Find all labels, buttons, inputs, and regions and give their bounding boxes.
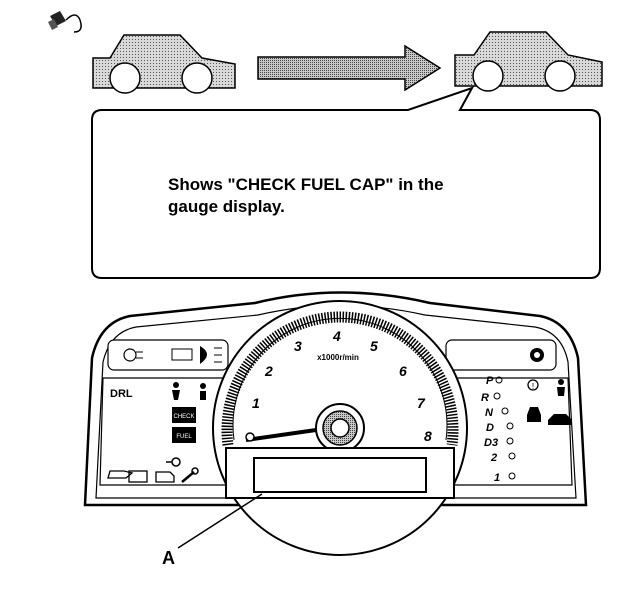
fuel-cap-icon [48, 11, 82, 33]
label-a: A [162, 548, 175, 568]
wrench-icon [181, 467, 199, 483]
car-left-icon [92, 34, 236, 94]
tach-number-2: 2 [264, 363, 273, 379]
callout-box [91, 86, 601, 279]
gear-d3-label: D3 [484, 437, 498, 449]
indicator-box-2 [172, 427, 196, 443]
gauge-display [253, 457, 427, 493]
gear-2-label: 2 [490, 452, 497, 464]
tach-number-5: 5 [370, 338, 378, 354]
instrument-cluster: DRL CHECK FUEL [83, 291, 588, 556]
direction-arrow [257, 44, 442, 92]
tach-unit-label: x1000r/min [317, 353, 359, 362]
gear-d-label: D [486, 422, 494, 434]
gear-r-label: R [481, 392, 489, 404]
drl-label: DRL [110, 388, 133, 400]
tach-number-3: 3 [294, 338, 302, 354]
gear-1-label: 1 [494, 472, 500, 484]
right-top-panel [445, 339, 557, 371]
door-open-icon [527, 407, 541, 422]
tach-number-8: 8 [424, 428, 432, 444]
indicator-box-1 [172, 407, 196, 423]
brake-warning-icon: ! [527, 379, 539, 391]
fog-light-icon [123, 348, 143, 362]
right-gear-panel [449, 377, 573, 486]
indicator-text-1: CHECK [173, 414, 194, 420]
battery-icon [128, 470, 148, 483]
car-security-icon [548, 414, 572, 425]
seatbelt-icon [172, 382, 180, 400]
tach-number-1: 1 [252, 395, 260, 411]
seatbelt-passenger-icon [557, 379, 565, 396]
tach-hub-center [330, 418, 350, 438]
left-top-panel [107, 339, 229, 371]
tach-number-7: 7 [417, 395, 426, 411]
tach-number-4: 4 [332, 328, 341, 344]
car-right-icon [454, 31, 603, 92]
fuel-indicator-icon [530, 348, 544, 362]
callout-line-1: Shows "CHECK FUEL CAP" in the [168, 175, 444, 194]
key-icon [166, 457, 181, 467]
indicator-text-2: FUEL [176, 434, 192, 440]
tach-number-6: 6 [399, 363, 407, 379]
engine-check-icon [155, 471, 175, 483]
svg-text:!: ! [532, 382, 534, 391]
light-indicator-icons [171, 346, 222, 364]
oil-pressure-icon [107, 470, 134, 479]
label-a-leader [177, 493, 263, 549]
gear-p-label: P [486, 375, 494, 387]
airbag-icon [200, 383, 206, 400]
gear-position-list: P R N D D3 2 1 [481, 375, 516, 484]
callout-line-2: gauge display. [168, 197, 285, 216]
gear-n-label: N [485, 407, 494, 419]
tachometer-ticks [221, 311, 459, 446]
callout-message: Shows "CHECK FUEL CAP" in the gauge disp… [168, 174, 568, 218]
